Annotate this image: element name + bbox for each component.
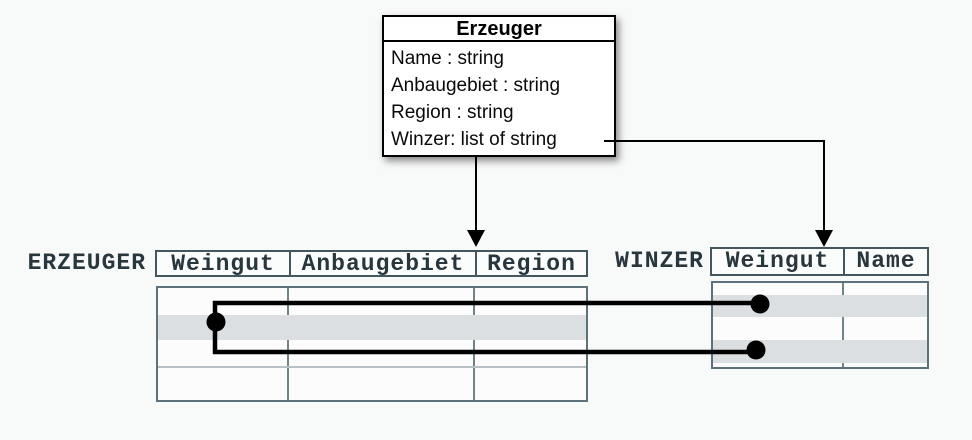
winzer-attribute-arrow-line	[604, 140, 825, 233]
erzeuger-column-anbaugebiet: Anbaugebiet	[289, 252, 475, 275]
uml-class-box-erzeuger: Erzeuger Name : string Anbaugebiet : str…	[382, 15, 616, 157]
column-divider	[473, 288, 475, 400]
highlighted-row-stripe	[713, 340, 927, 363]
class-attribute-region: Region : string	[391, 102, 514, 123]
winzer-column-name: Name	[843, 249, 927, 274]
erzeuger-table-body	[156, 286, 588, 402]
erzeuger-column-region: Region	[475, 252, 586, 275]
arrowhead-down-erzeuger	[467, 230, 485, 247]
winzer-table-label: WINZER	[615, 248, 704, 274]
column-divider	[842, 283, 844, 367]
class-attribute-anbaugebiet: Anbaugebiet : string	[391, 75, 561, 96]
class-attribute-winzer: Winzer: list of string	[391, 129, 557, 150]
winzer-header-row: Weingut Name	[710, 247, 929, 276]
class-attribute-name: Name : string	[391, 48, 504, 69]
highlighted-row-stripe	[158, 315, 586, 340]
class-attribute-list: Name : string Anbaugebiet : string Regio…	[384, 42, 614, 153]
arrowhead-down-winzer	[815, 230, 833, 247]
row-gridline	[158, 366, 586, 368]
highlighted-row-stripe	[713, 295, 927, 317]
winzer-table-body	[711, 281, 929, 369]
class-title: Erzeuger	[384, 17, 614, 42]
erzeuger-header-row: Weingut Anbaugebiet Region	[155, 250, 588, 277]
winzer-column-weingut: Weingut	[725, 249, 830, 274]
erzeuger-table-label: ERZEUGER	[27, 250, 146, 276]
column-divider	[287, 288, 289, 400]
erzeuger-column-weingut: Weingut	[171, 252, 275, 275]
